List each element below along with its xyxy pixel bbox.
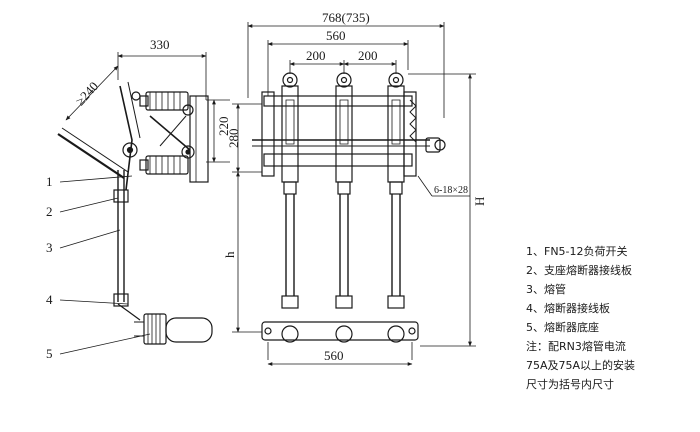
callout-1: 1: [46, 174, 53, 189]
legend-note-2: 75A及75A以上的安装: [526, 359, 636, 372]
legend-item-1: 1、FN5-12负荷开关: [526, 245, 628, 258]
front-view: [232, 22, 476, 366]
dim-side-330: 330: [150, 37, 170, 52]
callout-2: 2: [46, 204, 53, 219]
legend-item-2: 2、支座熔断器接线板: [526, 264, 632, 277]
dim-pitch-right: 200: [358, 48, 378, 63]
dim-560-bottom: 560: [324, 348, 344, 363]
dim-220: 220: [216, 117, 231, 137]
pole-middle: [335, 72, 353, 343]
legend-note-1: 注：配RN3熔管电流: [526, 340, 626, 353]
dim-H: H: [472, 197, 487, 206]
callout-3: 3: [46, 240, 53, 255]
pole-left: [281, 72, 299, 343]
legend-item-5: 5、熔断器底座: [526, 321, 599, 334]
dim-280: 280: [226, 129, 241, 149]
dim-holes: 6-18×28: [434, 185, 468, 196]
callout-4: 4: [46, 292, 53, 307]
legend: 1、FN5-12负荷开关 2、支座熔断器接线板 3、熔管 4、熔断器接线板 5、…: [526, 242, 698, 394]
dim-handle-240: ≥240: [72, 79, 101, 109]
side-view: [57, 52, 230, 355]
dim-overall-width: 768(735): [322, 10, 370, 25]
legend-item-3: 3、熔管: [526, 283, 566, 296]
dim-h: h: [222, 251, 237, 258]
legend-note-3: 尺寸为括号内尺寸: [526, 378, 614, 391]
pole-right: [387, 72, 405, 343]
callout-5: 5: [46, 346, 53, 361]
dim-560-top: 560: [326, 28, 346, 43]
dim-pitch-left: 200: [306, 48, 326, 63]
legend-item-4: 4、熔断器接线板: [526, 302, 610, 315]
